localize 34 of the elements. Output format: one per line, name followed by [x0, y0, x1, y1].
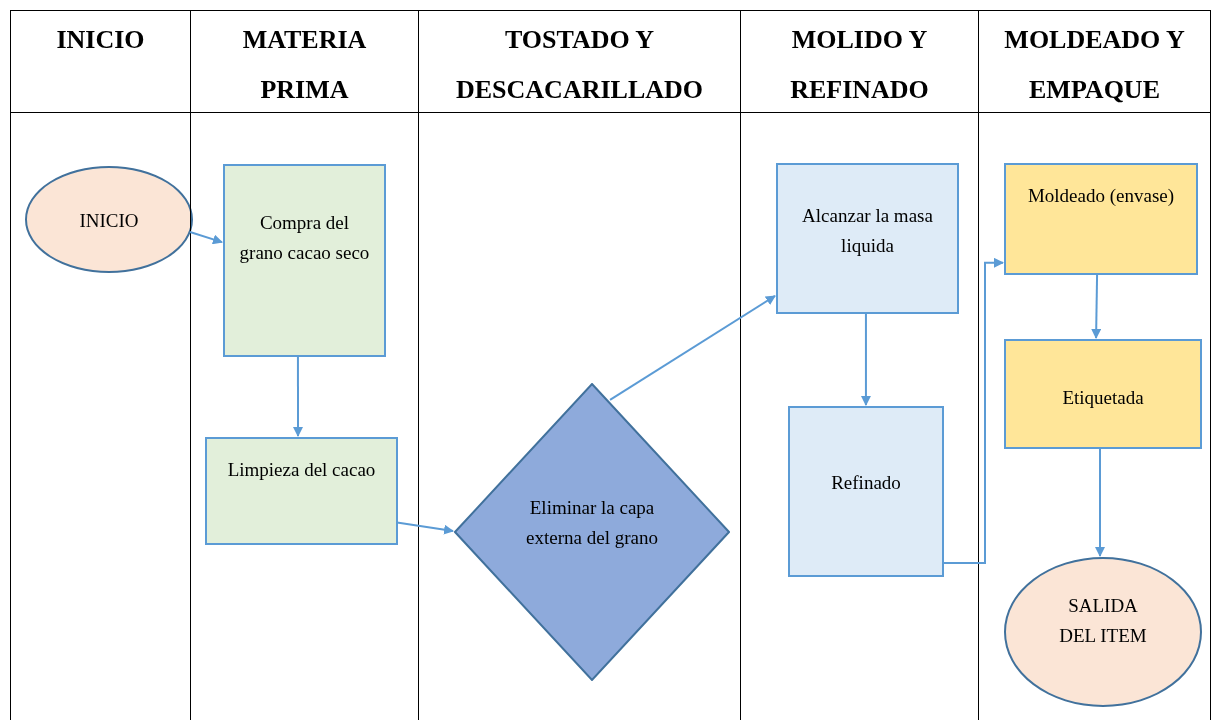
swimlane — [10, 10, 190, 720]
process-box — [788, 406, 944, 577]
swimlane — [190, 10, 418, 720]
lane-header: MATERIA PRIMA — [241, 24, 368, 106]
arrow — [396, 521, 454, 535]
node-text: SALIDA DEL ITEM — [1058, 594, 1148, 648]
node-text: Eliminar la capa externa del grano — [525, 496, 659, 550]
node-text: Compra del grano cacao seco — [238, 211, 371, 265]
arrow — [860, 312, 871, 406]
process-box — [1004, 163, 1198, 275]
process-box — [205, 437, 398, 545]
node-text: Alcanzar la masa liquida — [801, 204, 934, 258]
node-text: Etiquetada — [1062, 386, 1144, 410]
lane-header: MOLDEADO Y EMPAQUE — [1003, 24, 1186, 106]
node-text: INICIO — [79, 209, 139, 233]
swimlane — [978, 10, 1211, 720]
arrow — [942, 257, 1004, 564]
lane-header: INICIO — [56, 24, 145, 56]
arrow — [1091, 273, 1102, 339]
process-box — [223, 164, 386, 357]
arrow — [1095, 447, 1105, 557]
lane-header: TOSTADO Y DESCACARILLADO — [454, 24, 704, 106]
swimlane — [418, 10, 740, 720]
node-text: Refinado — [831, 471, 901, 495]
arrow — [293, 355, 303, 437]
node-text: Limpieza del cacao — [227, 458, 376, 482]
swimlane — [740, 10, 978, 720]
process-box — [776, 163, 959, 314]
process-box — [1004, 339, 1202, 449]
node-text: Moldeado (envase) — [1027, 184, 1175, 208]
lane-header: MOLIDO Y REFINADO — [789, 24, 930, 106]
arrow — [189, 231, 223, 245]
arrow — [609, 294, 776, 401]
decision-diamond — [454, 383, 730, 681]
